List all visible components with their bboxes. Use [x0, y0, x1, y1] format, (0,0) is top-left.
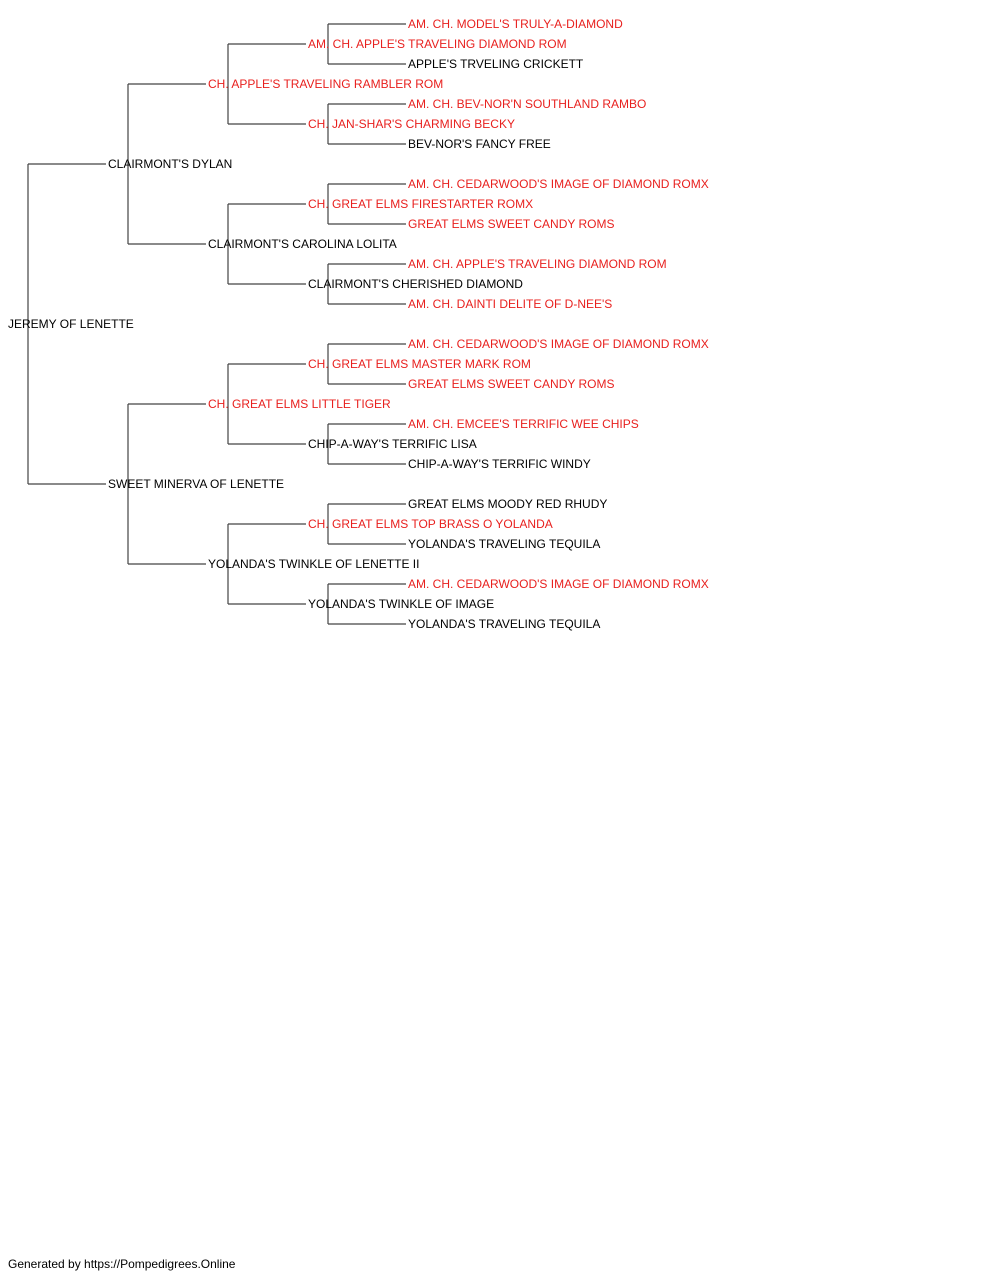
pedigree-entry: AM. CH. MODEL'S TRULY-A-DIAMOND — [408, 17, 623, 31]
pedigree-entry: GREAT ELMS MOODY RED RHUDY — [408, 497, 607, 511]
pedigree-entry: CLAIRMONT'S DYLAN — [108, 157, 232, 171]
pedigree-labels: JEREMY OF LENETTE CLAIRMONT'S DYLAN CH. AP… — [8, 17, 709, 631]
pedigree-entry: GREAT ELMS SWEET CANDY ROMS — [408, 377, 614, 391]
pedigree-entry: CH. GREAT ELMS FIRESTARTER ROMX — [308, 197, 533, 211]
pedigree-entry: YOLANDA'S TRAVELING TEQUILA — [408, 537, 600, 551]
pedigree-entry: AM. CH. DAINTI DELITE OF D-NEE'S — [408, 297, 612, 311]
pedigree-entry: BEV-NOR'S FANCY FREE — [408, 137, 551, 151]
pedigree-entry: CHIP-A-WAY'S TERRIFIC LISA — [308, 437, 477, 451]
pedigree-entry: AM. CH. APPLE'S TRAVELING DIAMOND ROM — [308, 37, 567, 51]
pedigree-entry: CH. JAN-SHAR'S CHARMING BECKY — [308, 117, 515, 131]
pedigree-entry: YOLANDA'S TWINKLE OF LENETTE II — [208, 557, 419, 571]
pedigree-entry: YOLANDA'S TRAVELING TEQUILA — [408, 617, 600, 631]
pedigree-entry: AM. CH. BEV-NOR'N SOUTHLAND RAMBO — [408, 97, 646, 111]
pedigree-entry: CH. APPLE'S TRAVELING RAMBLER ROM — [208, 77, 443, 91]
pedigree-entry: AM. CH. EMCEE'S TERRIFIC WEE CHIPS — [408, 417, 639, 431]
pedigree-entry: GREAT ELMS SWEET CANDY ROMS — [408, 217, 614, 231]
pedigree-entry: AM. CH. APPLE'S TRAVELING DIAMOND ROM — [408, 257, 667, 271]
pedigree-entry: JEREMY OF LENETTE — [8, 317, 134, 331]
pedigree-entry: APPLE'S TRVELING CRICKETT — [408, 57, 584, 71]
pedigree-entry: AM. CH. CEDARWOOD'S IMAGE OF DIAMOND ROM… — [408, 337, 709, 351]
pedigree-entry: YOLANDA'S TWINKLE OF IMAGE — [308, 597, 494, 611]
pedigree-entry: CLAIRMONT'S CAROLINA LOLITA — [208, 237, 397, 251]
pedigree-entry: CH. GREAT ELMS MASTER MARK ROM — [308, 357, 531, 371]
pedigree-entry: AM. CH. CEDARWOOD'S IMAGE OF DIAMOND ROM… — [408, 177, 709, 191]
pedigree-entry: CLAIRMONT'S CHERISHED DIAMOND — [308, 277, 523, 291]
pedigree-entry: CH. GREAT ELMS LITTLE TIGER — [208, 397, 391, 411]
footer-credit: Generated by https://Pompedigrees.Online — [8, 1257, 236, 1271]
pedigree-entry: CH. GREAT ELMS TOP BRASS O YOLANDA — [308, 517, 553, 531]
pedigree-entry: AM. CH. CEDARWOOD'S IMAGE OF DIAMOND ROM… — [408, 577, 709, 591]
pedigree-connectors — [27, 23, 406, 625]
pedigree-entry: CHIP-A-WAY'S TERRIFIC WINDY — [408, 457, 591, 471]
pedigree-entry: SWEET MINERVA OF LENETTE — [108, 477, 284, 491]
